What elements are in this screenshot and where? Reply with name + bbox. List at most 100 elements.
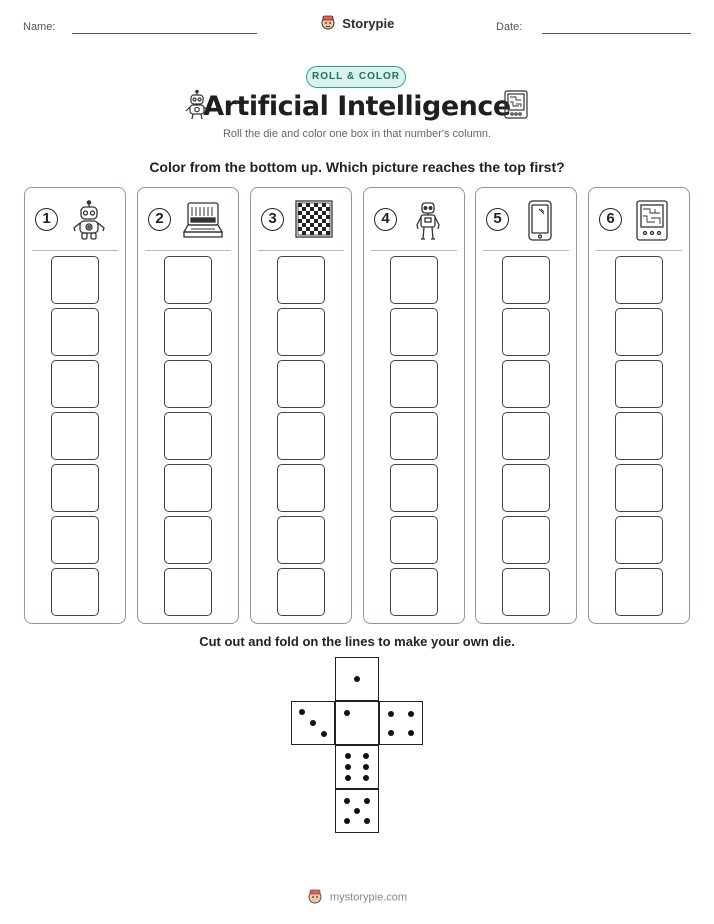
color-box[interactable] [502,308,550,356]
die-pip [310,720,316,726]
color-box[interactable] [164,308,212,356]
color-box[interactable] [615,568,663,616]
color-box[interactable] [277,308,325,356]
color-box[interactable] [164,516,212,564]
color-box[interactable] [164,568,212,616]
die-pip [388,730,394,736]
color-box[interactable] [164,256,212,304]
brand-name: Storypie [342,16,395,31]
column-header: 1 [25,188,125,250]
column-header: 6 [589,188,689,250]
die-pip [363,775,369,781]
robot-toy-icon [184,89,210,125]
column-4: 4 [363,187,465,624]
column-divider [483,250,569,251]
color-box[interactable] [502,360,550,408]
die-pip [344,818,350,824]
column-header: 2 [138,188,238,250]
die-pip [388,711,394,717]
color-box[interactable] [615,308,663,356]
color-box[interactable] [615,412,663,460]
color-box[interactable] [164,464,212,512]
column-6: 6 [588,187,690,624]
color-box[interactable] [51,308,99,356]
subtitle: Roll the die and color one box in that n… [222,128,492,140]
die-pip [363,753,369,759]
smartphone-icon [520,200,560,247]
number-circle: 1 [35,208,58,231]
storypie-logo-icon [307,888,323,907]
color-box[interactable] [615,464,663,512]
robot-toy-icon [69,200,109,247]
color-box[interactable] [277,256,325,304]
color-box[interactable] [390,464,438,512]
date-label: Date: [496,21,523,33]
instruction-text: Color from the bottom up. Which picture … [149,159,565,175]
die-pip [344,710,350,716]
color-box[interactable] [164,412,212,460]
color-box[interactable] [502,412,550,460]
color-box[interactable] [390,360,438,408]
circuit-computer-icon [633,200,671,247]
die-pip [299,709,305,715]
die-face-one-center[interactable] [335,701,379,745]
name-label: Name: [23,21,56,33]
page-title: Artificial Intelligence [203,91,511,122]
column-2: 2 [137,187,239,624]
die-face-four[interactable] [379,701,423,745]
color-box[interactable] [51,256,99,304]
color-box[interactable] [51,412,99,460]
color-box[interactable] [502,256,550,304]
color-box[interactable] [277,412,325,460]
column-divider [145,250,231,251]
die-pip [364,818,370,824]
die-pip [345,753,351,759]
footer-url[interactable]: mystorypie.com [330,891,408,904]
column-divider [258,250,344,251]
color-box[interactable] [51,464,99,512]
column-5: 5 [475,187,577,624]
color-box[interactable] [164,360,212,408]
die-face-three[interactable] [291,701,335,745]
color-box[interactable] [277,360,325,408]
color-box[interactable] [51,360,99,408]
color-box[interactable] [277,516,325,564]
die-pip [354,676,360,682]
number-circle: 4 [374,208,397,231]
color-box[interactable] [277,464,325,512]
color-box[interactable] [502,464,550,512]
color-box[interactable] [51,516,99,564]
column-header: 5 [476,188,576,250]
chessboard-icon [295,200,333,243]
die-pip [321,731,327,737]
date-line[interactable] [542,33,691,34]
number-circle: 3 [261,208,284,231]
die-pip [345,775,351,781]
column-divider [32,250,118,251]
column-divider [371,250,457,251]
color-box[interactable] [51,568,99,616]
color-box[interactable] [390,256,438,304]
color-box[interactable] [390,516,438,564]
color-box[interactable] [615,256,663,304]
column-1: 1 [24,187,126,624]
color-box[interactable] [502,516,550,564]
column-3: 3 [250,187,352,624]
die-pip [363,764,369,770]
roll-color-badge: ROLL & COLOR [306,66,406,88]
color-box[interactable] [277,568,325,616]
color-box[interactable] [390,412,438,460]
color-box[interactable] [390,568,438,616]
die-face-five[interactable] [335,789,379,833]
circuit-computer-icon [504,90,528,125]
die-pip [344,798,350,804]
die-face-six[interactable] [335,745,379,789]
die-face-one-top[interactable] [335,657,379,701]
color-box[interactable] [502,568,550,616]
color-box[interactable] [390,308,438,356]
name-line[interactable] [72,33,257,34]
die-pip [364,798,370,804]
color-box[interactable] [615,516,663,564]
color-box[interactable] [615,360,663,408]
number-circle: 6 [599,208,622,231]
